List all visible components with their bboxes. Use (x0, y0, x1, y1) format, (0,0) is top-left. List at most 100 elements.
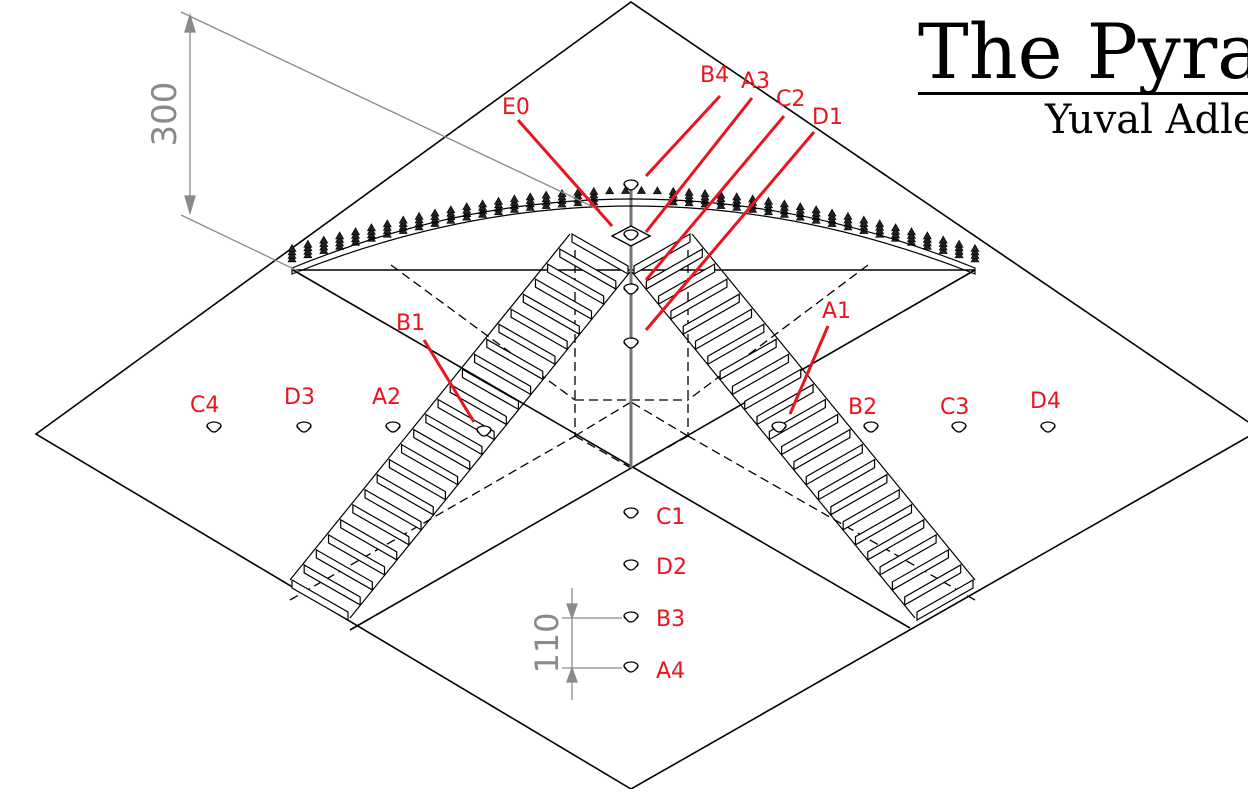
leader-a1 (788, 325, 830, 415)
leader-d1 (644, 131, 816, 331)
arc-speaker-mark (621, 185, 631, 194)
arc-of-speakers (287, 185, 980, 275)
label-e0: E0 (502, 95, 530, 120)
arc-speaker-mark (525, 192, 535, 201)
stair-step (916, 578, 974, 622)
speaker-b4-marker (623, 179, 639, 191)
arc-speaker-mark (875, 219, 885, 228)
dim300-arrow-top (184, 12, 196, 33)
floor-diagonal-left (292, 269, 911, 629)
speaker-d3-marker (296, 421, 312, 433)
arc-speaker-mark (605, 186, 615, 195)
staircase-left (289, 232, 631, 622)
arc-speaker-mark (891, 223, 901, 232)
arc-speaker-mark (843, 211, 853, 220)
dim300-value: 300 (145, 82, 185, 147)
arc-speaker-mark (303, 239, 313, 248)
dash-line-10 (289, 435, 576, 601)
speaker-a1-marker (771, 421, 787, 433)
arc-speaker-mark (732, 192, 742, 201)
label-d1: D1 (812, 105, 843, 130)
label-b3: B3 (656, 607, 685, 632)
dim110-value: 110 (528, 612, 566, 673)
arc-speaker-mark (700, 189, 710, 197)
arc-speaker-mark (938, 235, 948, 244)
arc-speaker-mark (366, 223, 376, 232)
speaker-markers (206, 179, 1056, 673)
arc-speaker-mark (446, 205, 456, 214)
speaker-c3-marker (951, 421, 967, 433)
label-a2: A2 (372, 385, 401, 410)
speaker-d2-marker (623, 559, 639, 571)
dash-line-11 (687, 435, 976, 601)
arc-speaker-mark (541, 190, 551, 199)
speaker-e0-marker (623, 229, 639, 241)
arc-speaker-mark (652, 186, 662, 195)
arc-speaker-mark (287, 243, 297, 252)
arc-speaker-mark (811, 205, 821, 214)
arc-base-outline (291, 198, 976, 275)
label-d2: D2 (656, 555, 687, 580)
dim300-ext-bottom (180, 214, 301, 273)
label-a1: A1 (822, 299, 851, 324)
label-c1: C1 (656, 505, 685, 530)
leader-b1 (422, 339, 476, 423)
arc-speaker-mark (906, 227, 916, 236)
arc-speaker-mark (684, 187, 694, 196)
leader-b4 (644, 94, 722, 178)
arc-speaker-mark (509, 194, 519, 203)
label-c3: C3 (940, 395, 969, 420)
arc-speaker-mark (335, 231, 345, 240)
speaker-a4-marker (623, 661, 639, 673)
arc-speaker-mark (398, 215, 408, 224)
label-c4: C4 (190, 393, 219, 418)
dim300-arrow-bottom (184, 195, 196, 216)
leader-a3 (644, 97, 754, 233)
arc-speaker-mark (462, 202, 472, 211)
dimension-110: 110 (528, 588, 622, 700)
arc-speaker-mark (493, 196, 504, 205)
label-b4: B4 (700, 63, 729, 88)
leader-e0 (516, 119, 614, 227)
arc-speaker-mark (779, 199, 789, 208)
dim110-arrow-bottom (566, 666, 578, 683)
speaker-c4-marker (206, 421, 222, 433)
label-c2: C2 (776, 87, 805, 112)
label-d4: D4 (1030, 389, 1061, 414)
stair-rail (349, 271, 631, 619)
speaker-b2-marker (863, 421, 879, 433)
dimension-300: 300 (145, 11, 601, 273)
arc-speaker-mark (478, 199, 488, 208)
dash-line-8 (630, 435, 689, 469)
label-b2: B2 (848, 395, 877, 420)
arc-speaker-mark (636, 185, 646, 194)
speaker-b1-marker (476, 425, 492, 437)
stair-rail (631, 271, 916, 619)
speaker-c2-marker (623, 283, 639, 295)
arc-speaker-mark (382, 219, 392, 228)
speaker-d4-marker (1040, 421, 1056, 433)
label-d3: D3 (284, 385, 315, 410)
dim110-arrow-top (566, 603, 578, 620)
arc-speaker-mark (922, 231, 932, 240)
arc-speaker-mark (351, 227, 361, 236)
leader-lines (422, 94, 830, 423)
arc-speaker-mark (954, 239, 964, 248)
label-a4: A4 (656, 659, 685, 684)
stair-rail (691, 233, 976, 581)
stair-step (291, 578, 349, 622)
speaker-a2-marker (385, 421, 401, 433)
arc-speaker-mark (430, 208, 440, 217)
arc-speaker-mark (589, 186, 599, 195)
page-subtitle: Yuval Adle (1045, 97, 1248, 143)
dash-line-6 (630, 401, 689, 437)
dash-line-5 (574, 401, 632, 437)
arc-speaker-mark (827, 208, 837, 217)
stair-rail (289, 233, 571, 581)
arc-speaker-mark (859, 215, 869, 224)
title-underline (918, 92, 1248, 95)
arc-speaker-mark (970, 243, 980, 252)
page-title: The Pyra (918, 7, 1248, 96)
